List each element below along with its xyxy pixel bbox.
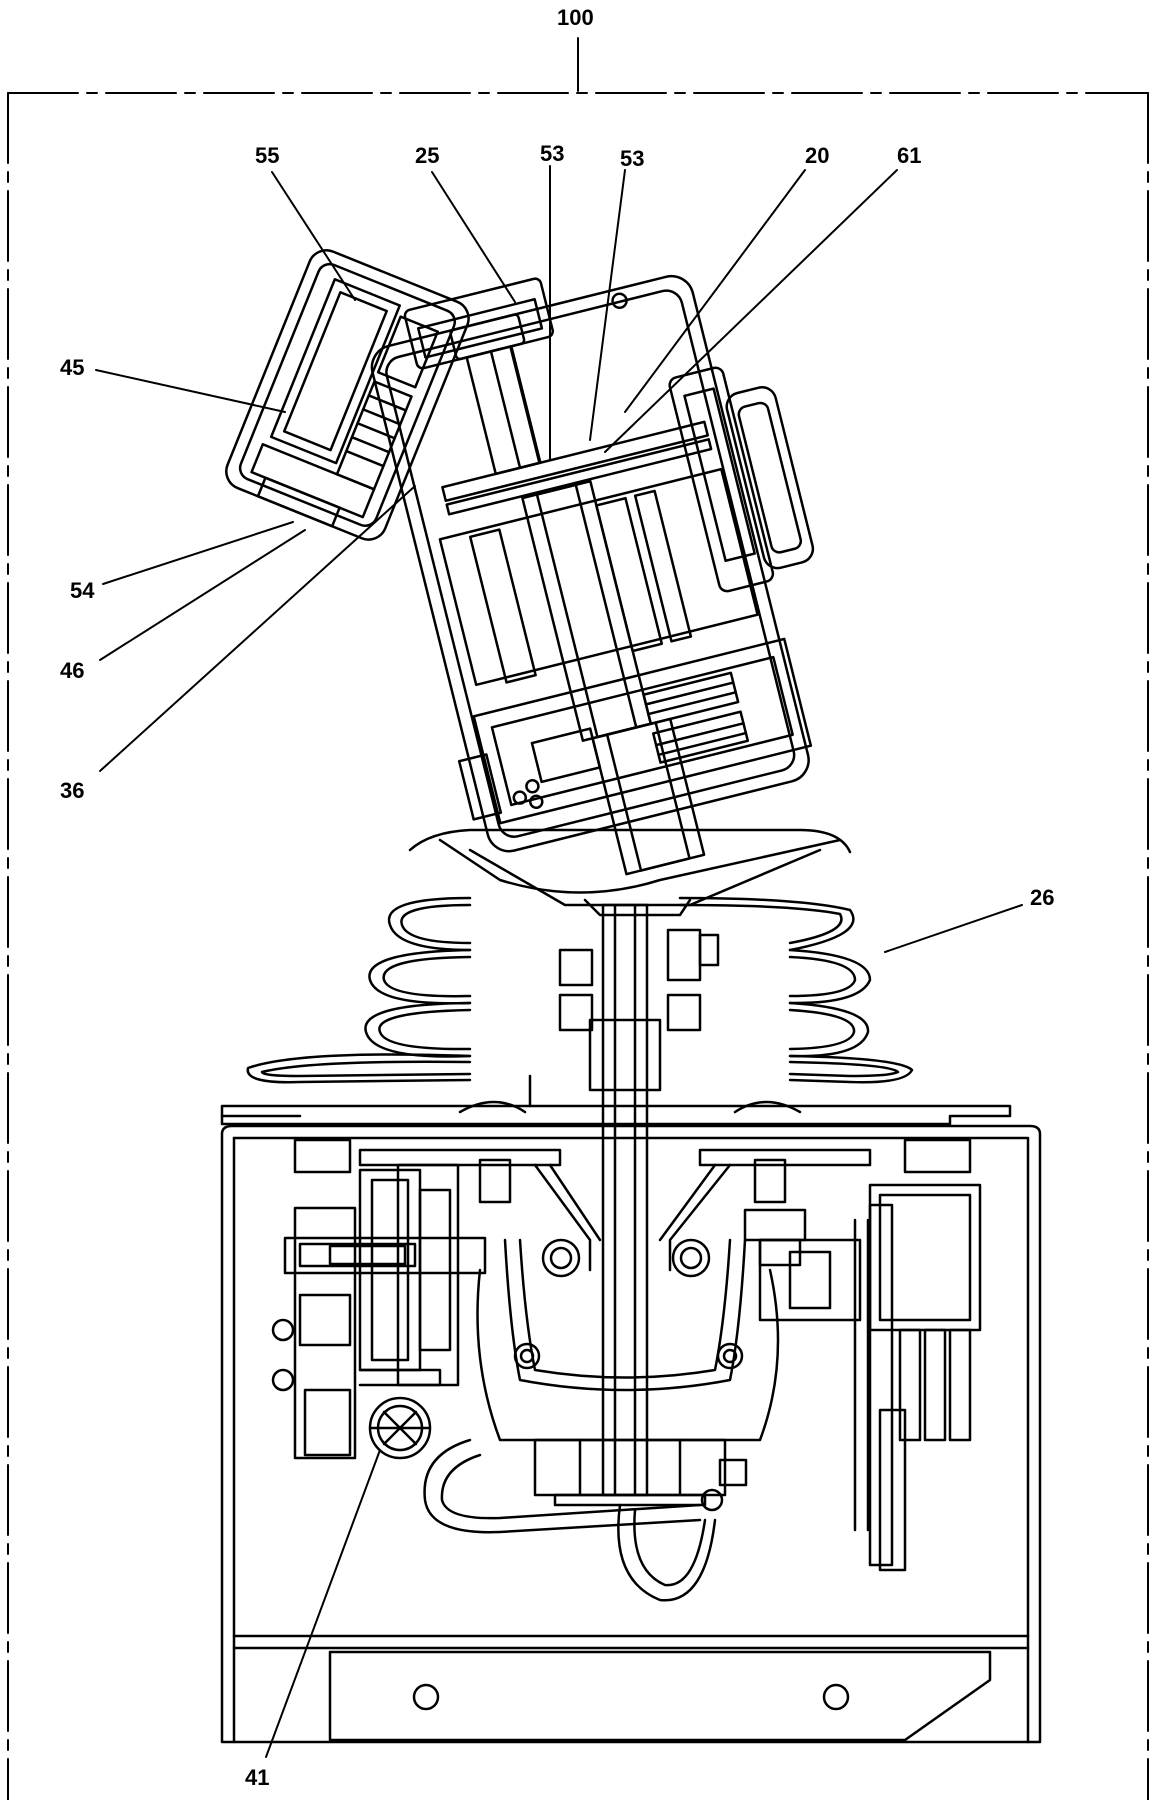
- ref-label-26: 26: [1030, 885, 1055, 910]
- ref-label-53b: 53: [620, 146, 645, 171]
- control-shaft: [588, 903, 662, 1497]
- ref-label-61: 61: [897, 143, 922, 168]
- boundary-frame: [7, 92, 1149, 1801]
- ref-label-36: 36: [60, 778, 85, 803]
- fastener-41: [368, 1396, 432, 1460]
- gimbal-mechanism: [358, 1148, 872, 1507]
- bellows-boot: [246, 828, 914, 1084]
- ref-label-45: 45: [60, 355, 85, 380]
- left-switch-assembly: [271, 1163, 487, 1460]
- ref-label-53a: 53: [540, 141, 565, 166]
- leader-lines: [95, 37, 1023, 1758]
- ref-label-46: 46: [60, 658, 85, 683]
- ref-label-20: 20: [805, 143, 830, 168]
- lower-box: [220, 1124, 1042, 1744]
- ref-label-54: 54: [70, 578, 95, 603]
- ref-label-100: 100: [557, 5, 594, 30]
- connector-housing: [225, 249, 470, 541]
- wire-loop: [423, 1438, 748, 1602]
- joystick-head: [370, 274, 815, 876]
- ref-label-55: 55: [255, 143, 280, 168]
- right-switch-assembly: [758, 1183, 982, 1572]
- ref-label-41: 41: [245, 1765, 270, 1790]
- mounting-flange: [220, 1074, 1012, 1126]
- ref-label-25: 25: [415, 143, 440, 168]
